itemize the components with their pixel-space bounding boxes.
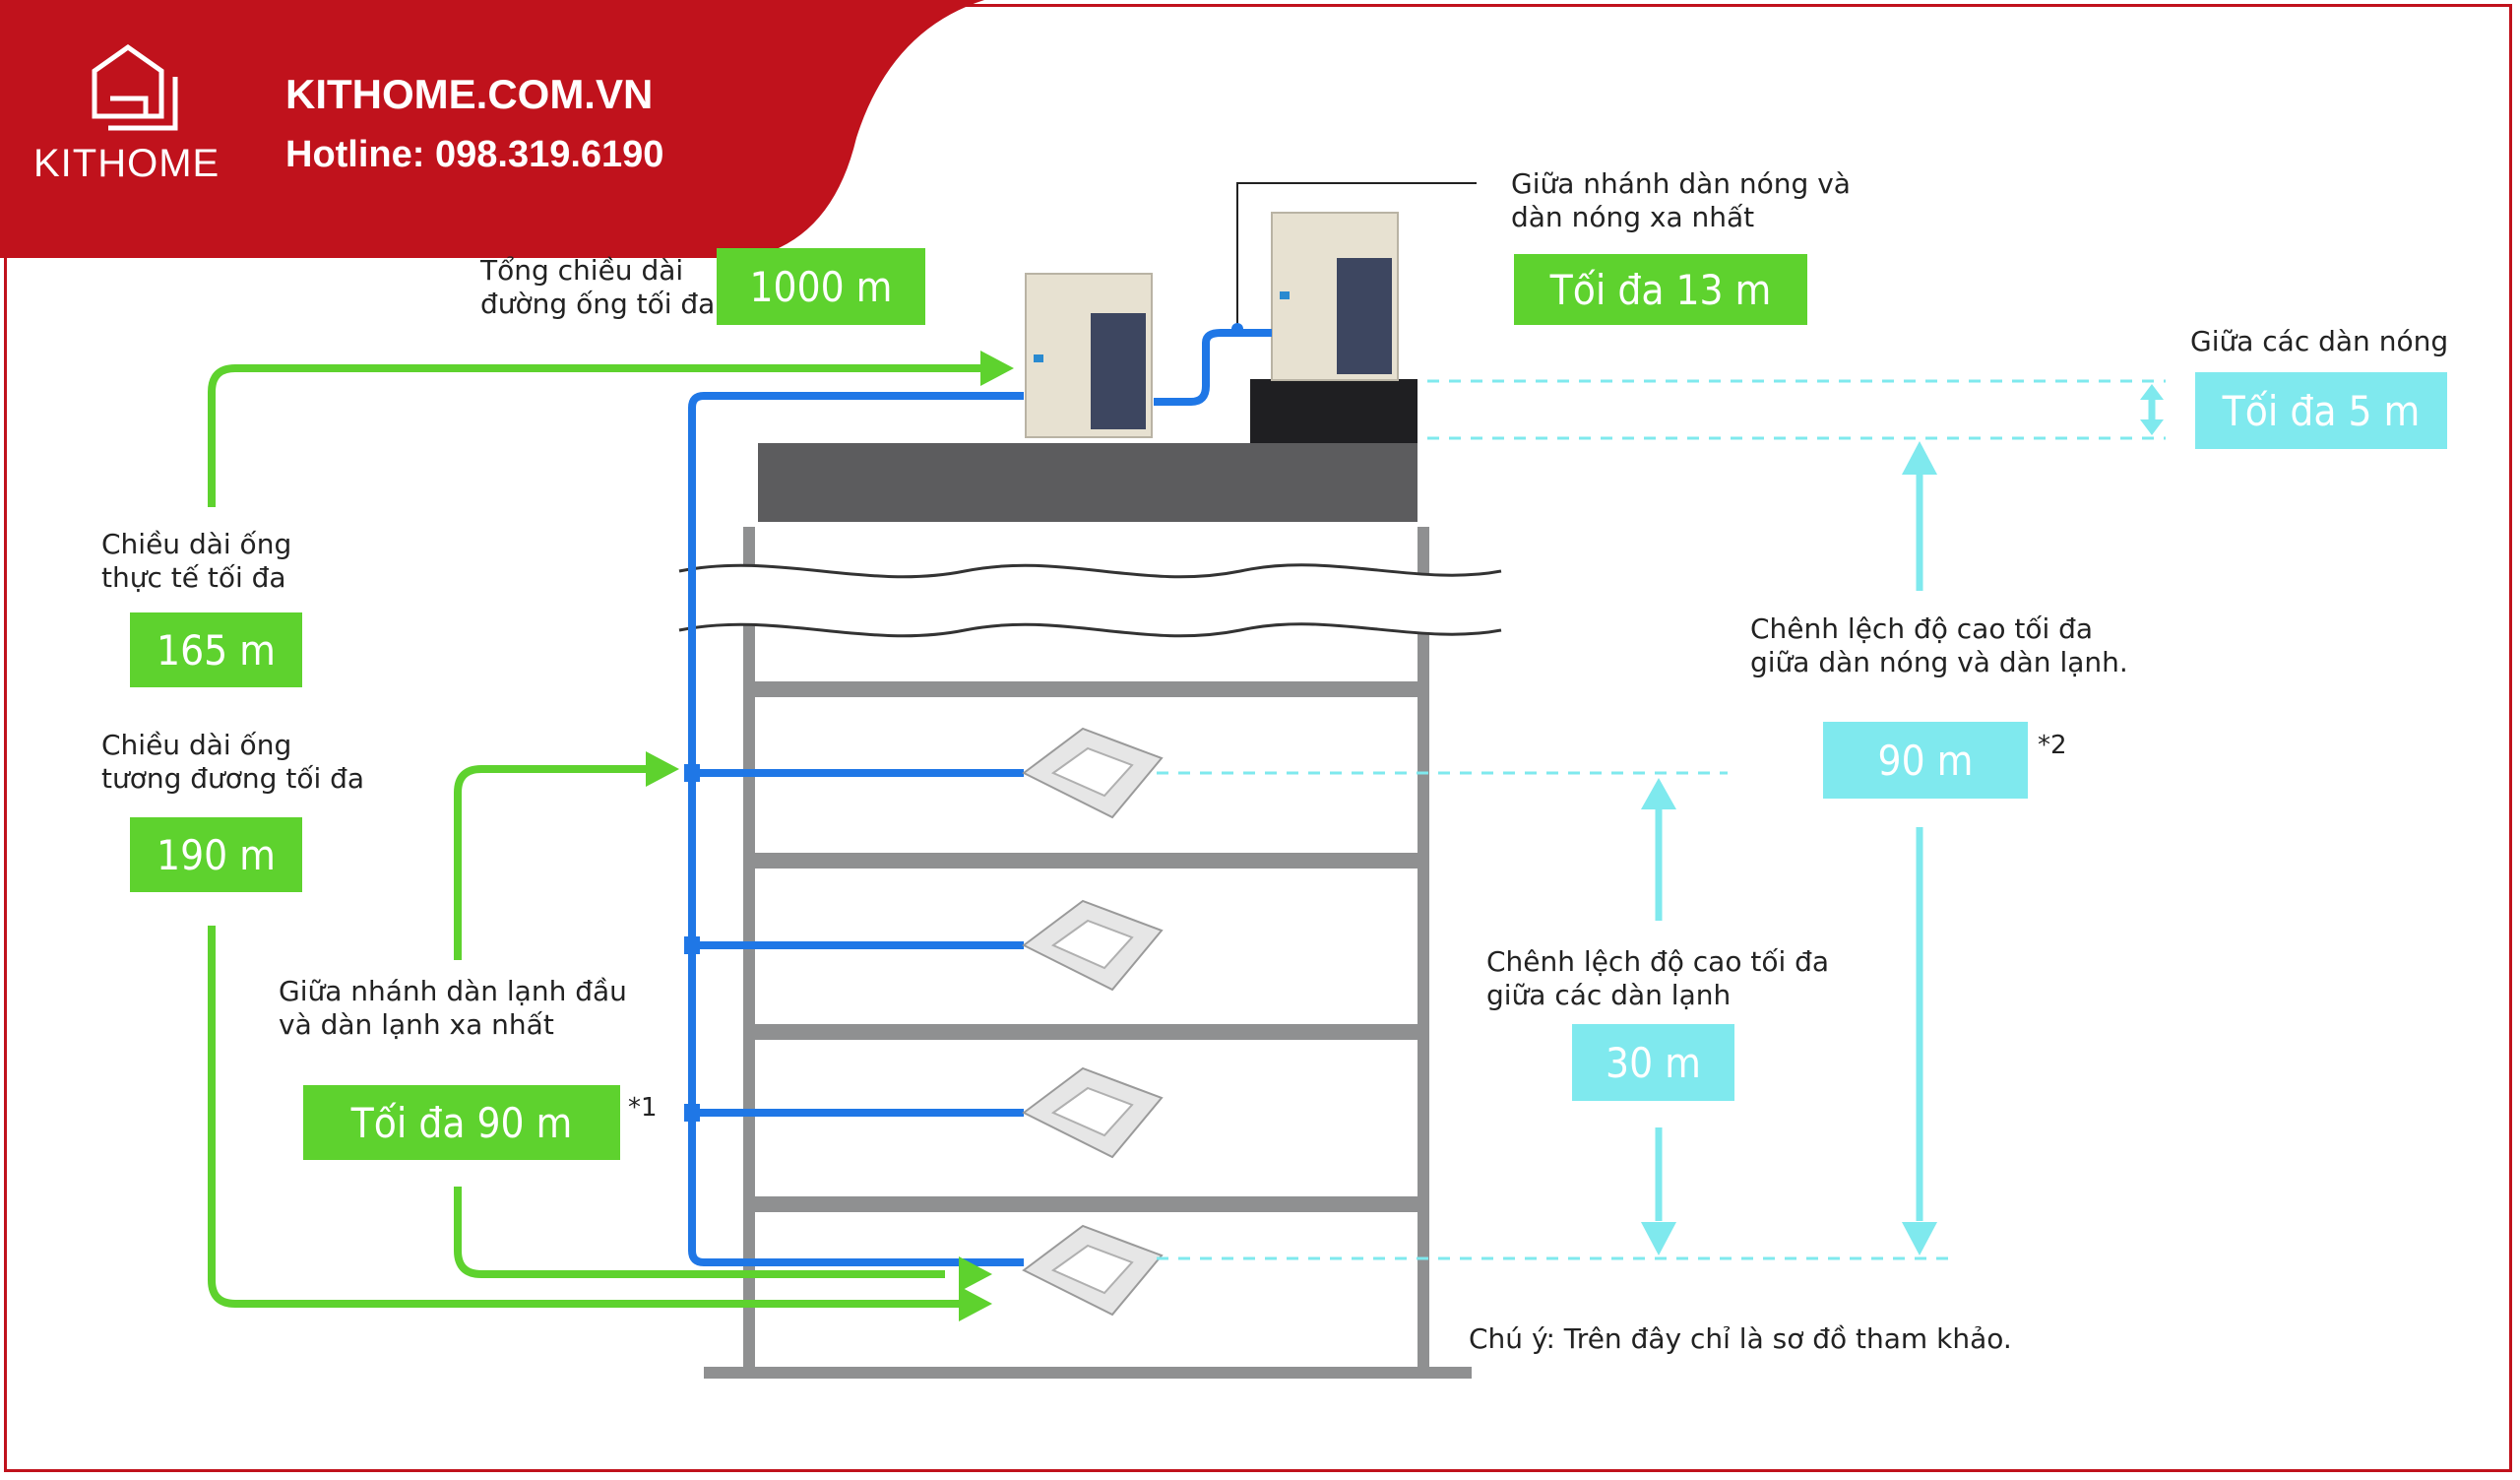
floor-slab-3	[755, 1024, 1418, 1040]
brand-hotline[interactable]: Hotline: 098.319.6190	[285, 134, 664, 175]
brand-website[interactable]: KITHOME.COM.VN	[285, 71, 654, 117]
indoor-unit-2	[1022, 899, 1164, 992]
indoor-unit-1	[1022, 727, 1164, 819]
level-lines	[1157, 379, 2166, 1260]
outdoor-unit-1	[1025, 273, 1153, 438]
label-between-outdoor: Giữa các dàn nóng	[2190, 325, 2449, 357]
footnote-star-2: *2	[2038, 731, 2067, 760]
cyan-arrowheads	[1641, 384, 2164, 1255]
floor-slab-2	[755, 853, 1418, 869]
outdoor-unit-2	[1271, 212, 1399, 381]
value-outdoor-branch: Tối đa 13 m	[1514, 254, 1807, 325]
cyan-dimension-lines	[1655, 396, 2156, 1221]
outdoor-unit-base	[1250, 379, 1418, 443]
building-column-right	[1418, 527, 1429, 1379]
value-total-pipe: 1000 m	[717, 248, 925, 325]
green-arrows	[208, 364, 984, 1308]
value-height-indoor: 30 m	[1572, 1024, 1734, 1101]
home-logo-icon	[92, 43, 178, 131]
green-arrowheads	[646, 351, 1014, 1321]
brand-name: KITHOME	[33, 142, 220, 185]
indoor-unit-4	[1022, 1224, 1164, 1317]
value-indoor-branch: Tối đa 90 m	[303, 1085, 620, 1160]
value-actual-length: 165 m	[130, 612, 302, 687]
building-column-left	[743, 527, 755, 1379]
footnote-star-1: *1	[628, 1093, 658, 1123]
value-equivalent-length: 190 m	[130, 817, 302, 892]
reference-note: Chú ý: Trên đây chỉ là sơ đồ tham khảo.	[1469, 1322, 2012, 1355]
ground-slab	[704, 1367, 1472, 1379]
building-break	[679, 564, 1501, 636]
floor-slab-4	[755, 1196, 1418, 1212]
value-height-outdoor-indoor: 90 m	[1823, 722, 2028, 799]
roof-slab	[758, 443, 1418, 522]
brand-banner	[0, 0, 984, 258]
outdoor-branch-leader	[1231, 182, 1477, 335]
indoor-unit-3	[1022, 1066, 1164, 1159]
value-between-outdoor: Tối đa 5 m	[2195, 372, 2447, 449]
pipe-joints	[684, 764, 700, 1122]
floor-slab-1	[755, 681, 1418, 697]
refrigerant-pipes	[688, 329, 1272, 1266]
